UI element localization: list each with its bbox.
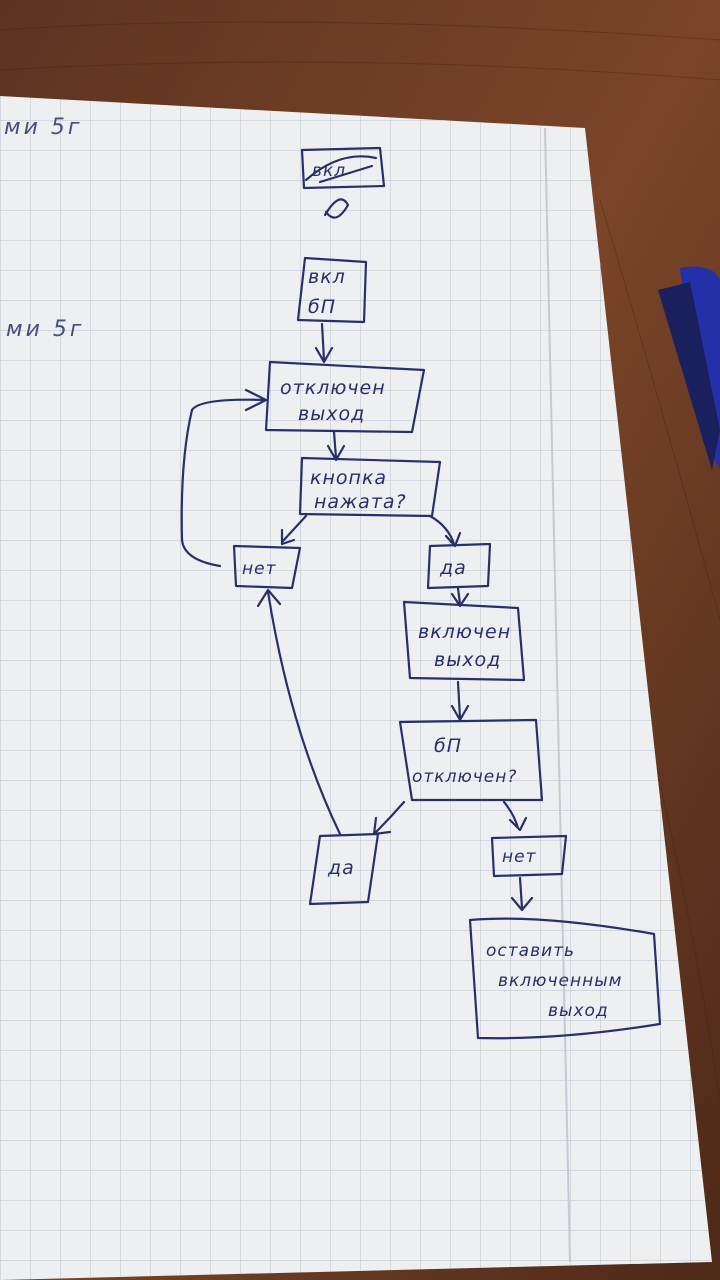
no-block-1: нет <box>232 544 302 590</box>
yes-label-2: да <box>327 857 355 879</box>
button-pressed-line-2: нажата? <box>314 491 407 513</box>
output-off-line-2: выход <box>298 403 365 425</box>
no-block-2: нет <box>490 834 568 878</box>
psu-off-decision: бП отключен? <box>398 718 544 802</box>
no-label-2: нет <box>502 847 537 867</box>
loop-no-to-outputoff <box>180 388 268 568</box>
arrow-no-to-keep <box>510 876 534 912</box>
arrow-psu-to-no <box>502 800 528 832</box>
margin-note-1: ми 5г <box>4 115 82 140</box>
output-off-block: отключен выход <box>264 360 426 434</box>
yes-label-1: да <box>439 557 467 579</box>
paper-fold-line <box>544 127 571 1263</box>
arrow-poweron-to-outputoff <box>314 322 334 364</box>
button-pressed-line-1: кнопка <box>310 467 387 489</box>
margin-note-2: ми 5г <box>6 317 84 342</box>
scribble-mark <box>304 155 378 219</box>
keep-on-block: оставить включенным выход <box>468 917 662 1040</box>
psu-off-line-1: бП <box>434 735 462 757</box>
power-on-line-1: вкл <box>308 266 346 288</box>
yes-block-2: да <box>308 832 380 906</box>
start-node: вкл <box>300 146 386 219</box>
loop-yes-to-no <box>256 588 342 836</box>
keep-on-line-3: выход <box>548 1001 609 1021</box>
paper-grid <box>0 96 712 1280</box>
output-on-line-1: включен <box>418 621 511 643</box>
yes-block-1: да <box>426 542 492 590</box>
arrow-button-to-no <box>280 514 308 546</box>
pen <box>658 266 720 470</box>
psu-off-line-2: отключен? <box>412 767 517 787</box>
arrow-outputon-to-psu <box>450 680 470 722</box>
keep-on-line-2: включенным <box>498 971 622 991</box>
power-on-line-2: бП <box>308 296 336 318</box>
output-off-line-1: отключен <box>280 377 386 399</box>
output-on-line-2: выход <box>434 649 501 671</box>
keep-on-line-1: оставить <box>486 941 575 961</box>
power-on-block: вкл бП <box>296 256 368 324</box>
no-label-1: нет <box>242 559 277 579</box>
output-on-block: включен выход <box>402 600 526 682</box>
